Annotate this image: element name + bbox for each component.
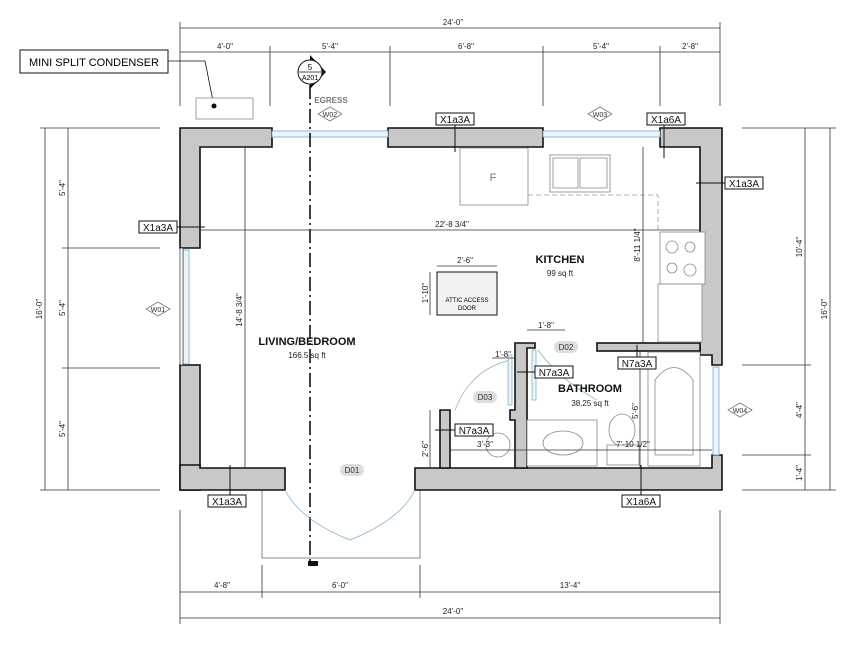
dim-top-2: 5'-4" <box>322 42 338 51</box>
svg-text:X1a3A: X1a3A <box>212 497 242 508</box>
window-w01 <box>182 249 190 365</box>
dim-bottom-1: 4'-8" <box>214 581 230 590</box>
dim-top-4: 5'-4" <box>593 42 609 51</box>
kitchen-fixtures: F <box>459 147 706 343</box>
mini-split-callout: MINI SPLIT CONDENSER <box>19 49 254 120</box>
wall-tag-top-right: X1a6A <box>646 112 686 158</box>
dim-top-overall: 24'-0" <box>443 18 464 27</box>
dim-closet-width: 3'-3" <box>477 440 493 449</box>
svg-text:W02: W02 <box>323 112 338 119</box>
wall-tag-right: X1a3A <box>696 176 764 190</box>
interior-dimension-lines <box>200 147 712 468</box>
attic-access-line2: DOOR <box>458 306 477 312</box>
section-sheet: A201 <box>302 75 318 82</box>
svg-text:X1a6A: X1a6A <box>651 115 681 126</box>
dim-attic-width: 2'-6" <box>457 256 473 265</box>
svg-text:W01: W01 <box>151 307 166 314</box>
room-kitchen-area: 99 sq ft <box>547 269 574 278</box>
wall-tag-top-left: X1a3A <box>435 112 475 152</box>
door-tag-d03: D03 <box>473 391 497 403</box>
dim-kitchen-depth: 8'-11 1/4" <box>633 228 642 261</box>
stove <box>659 231 706 285</box>
mini-split-label: MINI SPLIT CONDENSER <box>29 57 159 69</box>
door-tag-d01: D01 <box>340 464 364 476</box>
svg-text:W03: W03 <box>593 112 608 119</box>
wall-tag-left: X1a3A <box>138 220 205 234</box>
window-w02 <box>271 130 389 138</box>
window-tag-w03: W03 <box>587 106 613 122</box>
dim-left-overall: 16'-0" <box>35 299 44 320</box>
dim-right-1: 10'-4" <box>795 237 804 258</box>
left-dimensions: 5'-4" 5'-4" 5'-4" 16'-0" <box>35 127 160 491</box>
dim-right-2: 4'-4" <box>795 402 804 418</box>
dim-left-1: 5'-4" <box>58 180 67 196</box>
porch-outline <box>261 490 421 559</box>
svg-text:N7a3A: N7a3A <box>622 359 653 370</box>
svg-text:X1a3A: X1a3A <box>440 115 470 126</box>
wall-tag-bottom-right: X1a6A <box>621 465 661 508</box>
door-tag-d02: D02 <box>554 341 578 353</box>
dim-living-depth: 14'-8 3/4" <box>235 293 244 327</box>
dim-right-overall: 16'-0" <box>820 299 829 320</box>
svg-text:X1a3A: X1a3A <box>729 179 759 190</box>
window-w03 <box>542 130 661 138</box>
attic-access: ATTIC ACCESS DOOR <box>429 265 498 316</box>
svg-text:D02: D02 <box>559 343 574 352</box>
svg-text:N7a3A: N7a3A <box>459 426 490 437</box>
bathroom-sink <box>542 430 584 456</box>
wall-tag-bath-partition: N7a3A <box>617 345 657 370</box>
dim-top-5: 2'-8" <box>682 42 698 51</box>
svg-text:N7a3A: N7a3A <box>539 368 570 379</box>
bottom-dimensions: 4'-8" 6'-0" 13'-4" 24'-0" <box>179 510 721 624</box>
svg-text:X1a3A: X1a3A <box>143 223 173 234</box>
wall-tag-bath-wall: N7a3A <box>517 365 574 379</box>
window-tag-w01: W01 <box>145 301 171 317</box>
right-dimensions: 10'-4" 4'-4" 1'-4" 16'-0" <box>742 127 836 491</box>
svg-text:W04: W04 <box>733 408 748 415</box>
top-dimensions: 24'-0" 4'-0" 5'-4" 6'-8" 5'-4" 2'-8" <box>179 18 721 106</box>
room-kitchen-name: KITCHEN <box>536 254 585 266</box>
dim-bottom-overall: 24'-0" <box>443 607 464 616</box>
dim-top-3: 6'-8" <box>458 42 474 51</box>
exterior-walls <box>179 127 723 491</box>
wall-tag-bottom-left: X1a3A <box>207 465 247 508</box>
dim-bath-width: 7'-10 1/2" <box>616 440 650 449</box>
room-bathroom-area: 38.25 sq ft <box>571 399 609 408</box>
dim-bath-depth: 5'-6" <box>631 403 640 419</box>
fridge-label: F <box>490 172 497 184</box>
window-tag-w02: W02 <box>317 106 343 122</box>
section-marker: 5 A201 <box>297 55 326 89</box>
water-heater <box>485 432 511 458</box>
dim-top-1: 4'-0" <box>217 42 233 51</box>
svg-text:X1a6A: X1a6A <box>626 497 656 508</box>
dim-bottom-3: 13'-4" <box>560 581 581 590</box>
refrigerator <box>459 147 529 206</box>
interior-walls <box>439 342 701 469</box>
dim-d03-width: 1'-8" <box>495 350 511 359</box>
room-living-name: LIVING/BEDROOM <box>258 336 355 348</box>
wall-tag-closet-wall: N7a3A <box>435 423 494 437</box>
dim-closet-depth: 2'-6" <box>421 441 430 457</box>
room-bathroom-name: BATHROOM <box>558 383 622 395</box>
svg-text:D03: D03 <box>478 393 493 402</box>
dim-left-2: 5'-4" <box>58 300 67 316</box>
bathroom-fixtures <box>485 351 701 467</box>
dim-attic-depth: 1'-10" <box>421 283 430 304</box>
section-number: 5 <box>308 63 313 72</box>
window-w04 <box>712 366 720 456</box>
dim-bottom-2: 6'-0" <box>332 581 348 590</box>
dim-right-3: 1'-4" <box>795 465 804 481</box>
attic-access-line1: ATTIC ACCESS <box>446 298 489 304</box>
egress-label: EGRESS <box>314 96 348 105</box>
dim-d02-width: 1'-8" <box>538 321 554 330</box>
window-tag-w04: W04 <box>727 402 753 418</box>
svg-text:D01: D01 <box>345 466 360 475</box>
dim-left-3: 5'-4" <box>58 421 67 437</box>
dim-living-width: 22'-8 3/4" <box>435 220 469 229</box>
room-living-area: 166.5 sq ft <box>288 351 326 360</box>
